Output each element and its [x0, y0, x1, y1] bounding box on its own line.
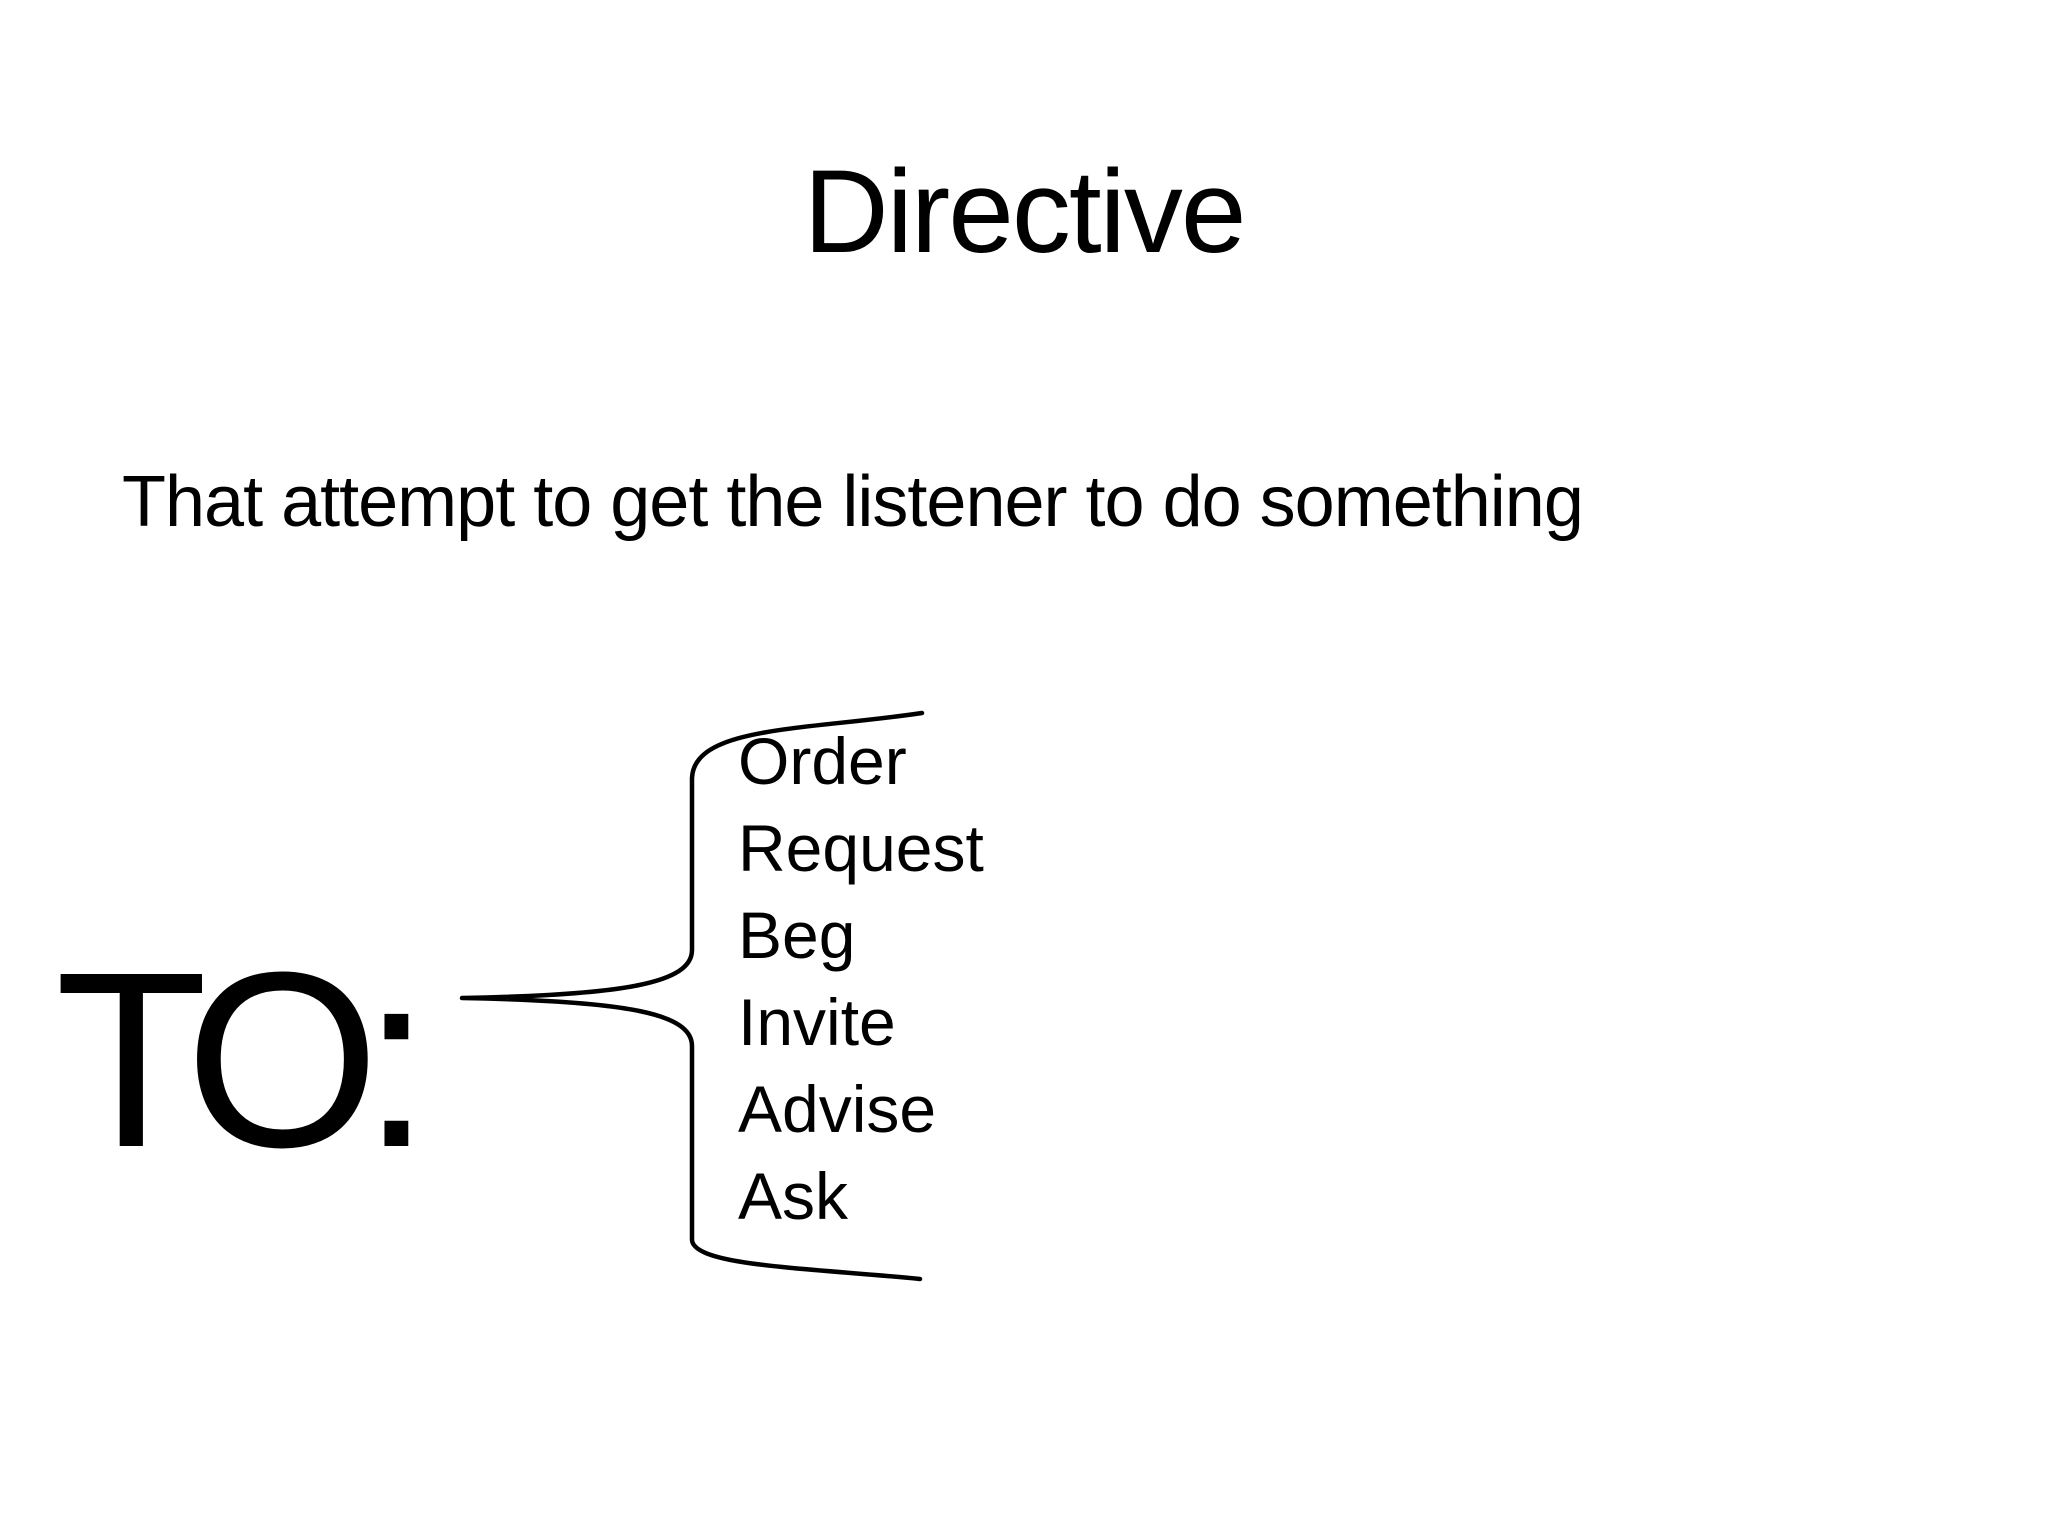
slide-subtitle: That attempt to get the listener to do s… — [122, 462, 1584, 542]
verb-item: Advise — [738, 1072, 937, 1146]
verb-item: Invite — [738, 985, 896, 1059]
slide-title: Directive — [803, 146, 1247, 278]
verb-item: Order — [738, 724, 907, 798]
verb-item: Beg — [738, 898, 856, 972]
left-curly-brace-icon — [459, 710, 925, 1282]
verb-list: Order Request Beg Invite Advise Ask — [738, 718, 984, 1240]
verb-item: Request — [738, 811, 984, 885]
to-label: TO: — [55, 920, 431, 1199]
verb-item: Ask — [738, 1159, 849, 1233]
